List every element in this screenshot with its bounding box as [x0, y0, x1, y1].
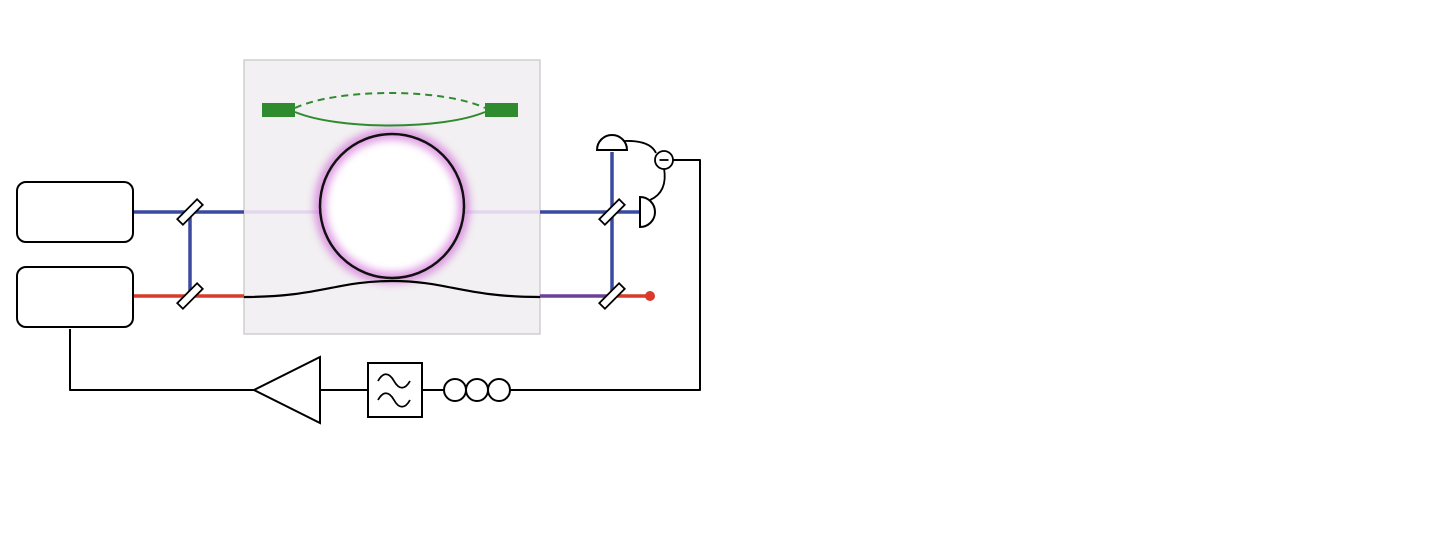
filter-icon — [367, 362, 423, 418]
panel-a-schematic — [16, 59, 701, 425]
microdisk-fill — [320, 134, 464, 278]
nanobeam-mode-shape — [294, 92, 486, 109]
schematic-drawing — [69, 59, 701, 425]
microdisk-outline — [318, 132, 466, 280]
subtractor-icon — [654, 150, 674, 170]
coil-icon — [443, 378, 511, 402]
sensor-laser-box — [16, 181, 134, 243]
beamsplitter-icon — [175, 197, 205, 227]
detector-wire — [623, 140, 657, 154]
beamsplitter-icon — [597, 197, 627, 227]
nanobeam-pad-right — [485, 103, 518, 117]
photodetector-icon — [639, 195, 656, 229]
nanobeam-rest-shape — [294, 111, 486, 127]
panel-b-plot — [720, 0, 1429, 534]
taper-fiber — [243, 279, 541, 299]
feedback-wire — [510, 159, 701, 391]
nanobeam-pad-left — [262, 103, 295, 117]
beamsplitter-icon — [175, 281, 205, 311]
detector-wire — [649, 167, 666, 201]
noise-spectra-plot — [720, 0, 1429, 534]
photodetector-icon — [595, 134, 629, 151]
feedback-laser-box — [16, 266, 134, 328]
beamsplitter-icon — [597, 281, 627, 311]
beam-dump-dot — [645, 291, 655, 301]
amplifier-icon — [251, 355, 321, 425]
feedback-wire — [69, 329, 254, 391]
